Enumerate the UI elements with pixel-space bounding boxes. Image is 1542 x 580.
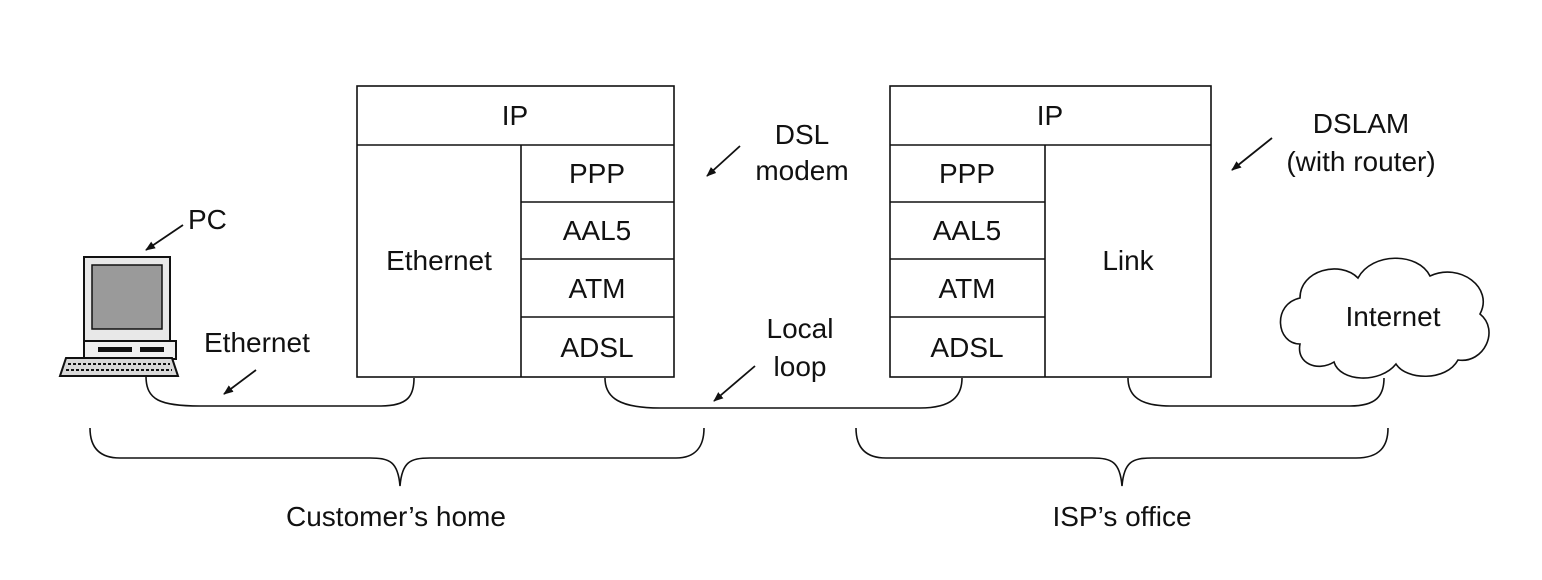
ethernet-cable xyxy=(145,375,415,407)
pc-label: PC xyxy=(188,204,227,235)
dslam-atm-layer: ATM xyxy=(938,273,995,304)
ethernet-arrow xyxy=(223,369,257,395)
dslam-label-line1: DSLAM xyxy=(1313,108,1409,139)
modem-atm-layer: ATM xyxy=(568,273,625,304)
dsl-modem-label-line2: modem xyxy=(755,155,848,186)
isps-office-label: ISP’s office xyxy=(1052,501,1191,532)
modem-adsl-layer: ADSL xyxy=(560,332,633,363)
modem-aal5-layer: AAL5 xyxy=(563,215,632,246)
dslam-aal5-layer: AAL5 xyxy=(933,215,1002,246)
pc-icon xyxy=(58,256,180,377)
modem-ppp-layer: PPP xyxy=(569,158,625,189)
internet-cable xyxy=(1127,377,1385,407)
dslam-label-line2: (with router) xyxy=(1286,146,1435,177)
isps-office-brace xyxy=(855,427,1389,487)
internet-label: Internet xyxy=(1346,301,1441,332)
dslam-ppp-layer: PPP xyxy=(939,158,995,189)
dsl-modem-stack: IP Ethernet PPP AAL5 ATM ADSL xyxy=(356,85,675,378)
local-loop-label-line2: loop xyxy=(774,351,827,382)
dsl-modem-label-line1: DSL xyxy=(775,119,829,150)
modem-ethernet-layer: Ethernet xyxy=(386,245,492,276)
ethernet-cable-label: Ethernet xyxy=(204,327,310,358)
modem-ip-layer: IP xyxy=(502,100,528,131)
local-loop-label-line1: Local xyxy=(767,313,834,344)
customers-home-label: Customer’s home xyxy=(286,501,506,532)
dslam-link-layer: Link xyxy=(1102,245,1154,276)
local-loop-cable xyxy=(604,377,963,409)
dslam-stack: IP PPP AAL5 ATM ADSL Link xyxy=(889,85,1212,378)
dslam-arrow xyxy=(1231,137,1273,171)
customers-home-brace xyxy=(89,427,705,487)
dslam-adsl-layer: ADSL xyxy=(930,332,1003,363)
internet-cloud-icon xyxy=(1279,257,1490,379)
local-loop-arrow xyxy=(713,365,756,402)
dsl-modem-arrow xyxy=(706,145,741,177)
pc-arrow xyxy=(145,224,184,251)
dslam-ip-layer: IP xyxy=(1037,100,1063,131)
